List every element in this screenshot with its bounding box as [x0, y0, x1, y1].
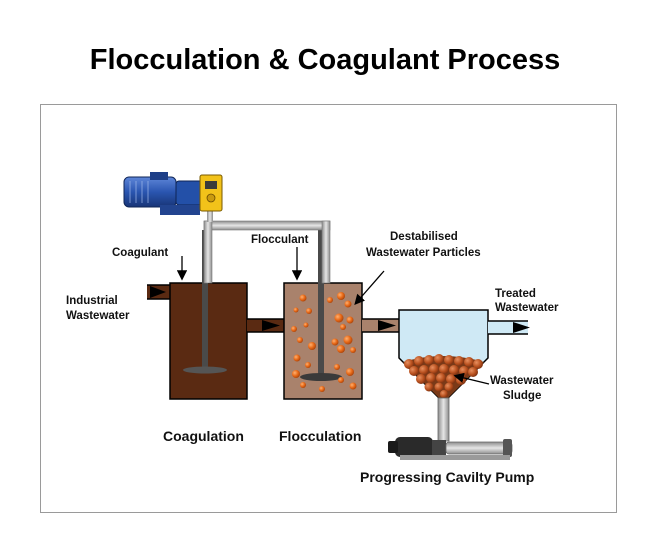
coagulation-tank — [169, 230, 248, 400]
sludge-label-line1: Wastewater — [490, 375, 554, 387]
label-pointers — [176, 247, 490, 385]
flocculation-particles — [291, 292, 357, 392]
dosing-pipework — [203, 210, 331, 284]
destabilised-label-line1: Destabilised — [390, 231, 458, 243]
page-title: Flocculation & Coagulant Process — [89, 44, 561, 76]
industrial-label-line2: Wastewater — [66, 310, 130, 322]
industrial-label-line1: Industrial — [66, 295, 118, 307]
coagulation-caption: Coagulation — [163, 428, 244, 444]
dosing-pump-motor — [123, 172, 223, 215]
destabilised-label-line2: Wastewater Particles — [366, 247, 481, 259]
transfer-pipe-1 — [247, 318, 284, 333]
sludge-label-line2: Sludge — [503, 390, 541, 402]
progressing-cavity-pump — [388, 437, 513, 460]
coagulant-label: Coagulant — [112, 247, 168, 259]
treated-label-line1: Treated — [495, 288, 536, 300]
diagram-frame — [40, 104, 617, 513]
inlet-pipe — [147, 284, 171, 300]
transfer-pipe-2 — [362, 318, 400, 333]
pump-caption: Progressing Cavilty Pump — [360, 469, 534, 485]
settling-tank — [398, 309, 530, 442]
flocculant-label: Flocculant — [251, 234, 309, 246]
flocculation-caption: Flocculation — [279, 428, 361, 444]
sludge-layer — [403, 354, 484, 398]
treated-label-line2: Wastewater — [495, 302, 559, 314]
